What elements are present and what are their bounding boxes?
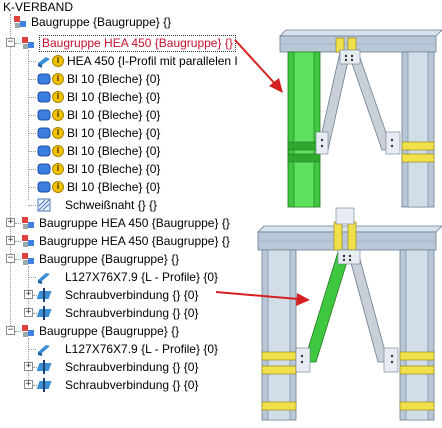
tree-item-label: Schweißnaht {} {} bbox=[65, 198, 158, 212]
info-icon: i bbox=[52, 127, 64, 139]
tree-item-label: Bl 10 {Bleche} {0} bbox=[67, 144, 161, 158]
plate-icon bbox=[36, 143, 52, 159]
plate-icon bbox=[36, 89, 52, 105]
expand-toggle[interactable]: + bbox=[6, 235, 15, 245]
tree-item-angle-profile[interactable]: L127X76X7.9 {L - Profile} {0} bbox=[36, 268, 218, 286]
expand-toggle[interactable]: + bbox=[24, 289, 33, 299]
tree-item-assembly-hea450[interactable]: Baugruppe HEA 450 {Baugruppe} {} bbox=[20, 34, 236, 52]
info-icon: i bbox=[52, 145, 64, 157]
feature-tree: K-VERBAND Baugruppe {Baugruppe} {} − Bau… bbox=[3, 0, 238, 394]
collapse-toggle[interactable]: − bbox=[6, 37, 15, 47]
tree-item-bolt-connection[interactable]: Schraubverbindung {} {0} bbox=[36, 376, 198, 394]
pointer-arrow-icon bbox=[234, 39, 283, 93]
tree-item-plate[interactable]: i Bl 10 {Bleche} {0} bbox=[36, 124, 160, 142]
tree-item-label: Schraubverbindung {} {0} bbox=[65, 306, 199, 320]
tree-item-label: L127X76X7.9 {L - Profile} {0} bbox=[65, 270, 219, 284]
plate-icon bbox=[36, 71, 52, 87]
beam-icon bbox=[36, 53, 52, 69]
tree-item-bolt-connection[interactable]: Schraubverbindung {} {0} bbox=[36, 358, 198, 376]
bolt-connection-icon bbox=[36, 359, 52, 375]
tree-item-bolt-connection[interactable]: Schraubverbindung {} {0} bbox=[36, 304, 198, 322]
expand-toggle[interactable]: + bbox=[6, 217, 15, 227]
tree-item-label: HEA 450 {I-Profil mit parallelen I bbox=[67, 54, 238, 68]
tree-item-weld[interactable]: Schweißnaht {} {} bbox=[36, 196, 157, 214]
expand-toggle[interactable]: + bbox=[24, 379, 33, 389]
plate-icon bbox=[36, 107, 52, 123]
angle-profile-icon bbox=[36, 269, 52, 285]
angle-profile-icon bbox=[36, 341, 52, 357]
tree-item-assembly-hea450[interactable]: Baugruppe HEA 450 {Baugruppe} {} bbox=[20, 214, 230, 232]
plate-icon bbox=[36, 179, 52, 195]
collapse-toggle[interactable]: − bbox=[6, 253, 15, 263]
tree-item-label: Baugruppe {Baugruppe} {} bbox=[39, 324, 180, 338]
tree-item-plate[interactable]: i Bl 10 {Bleche} {0} bbox=[36, 88, 160, 106]
tree-item-plate[interactable]: i Bl 10 {Bleche} {0} bbox=[36, 106, 160, 124]
tree-item-label: Bl 10 {Bleche} {0} bbox=[67, 72, 161, 86]
plate-icon bbox=[36, 125, 52, 141]
tree-item-plate[interactable]: i Bl 10 {Bleche} {0} bbox=[36, 70, 160, 88]
assembly-icon bbox=[20, 215, 36, 231]
info-icon: i bbox=[52, 91, 64, 103]
tree-item-label: Baugruppe {Baugruppe} {} bbox=[31, 15, 172, 29]
tree-item-bolt-connection[interactable]: Schraubverbindung {} {0} bbox=[36, 286, 198, 304]
tree-item-beam[interactable]: i HEA 450 {I-Profil mit parallelen I bbox=[36, 52, 238, 70]
tree-root-label: K-VERBAND bbox=[3, 0, 74, 14]
bolt-connection-icon bbox=[36, 305, 52, 321]
info-icon: i bbox=[52, 181, 64, 193]
tree-item-plate[interactable]: i Bl 10 {Bleche} {0} bbox=[36, 142, 160, 160]
tree-item-label: Bl 10 {Bleche} {0} bbox=[67, 180, 161, 194]
info-icon: i bbox=[52, 73, 64, 85]
tree-item-label: Bl 10 {Bleche} {0} bbox=[67, 90, 161, 104]
tree-item-label: Schraubverbindung {} {0} bbox=[65, 288, 199, 302]
assembly-icon bbox=[20, 233, 36, 249]
tree-item-label: Baugruppe HEA 450 {Baugruppe} {} bbox=[39, 216, 230, 230]
info-icon: i bbox=[52, 109, 64, 121]
tree-item-assembly[interactable]: Baugruppe {Baugruppe} {} bbox=[20, 322, 179, 340]
tree-item-assembly-hea450[interactable]: Baugruppe HEA 450 {Baugruppe} {} bbox=[20, 232, 230, 250]
info-icon: i bbox=[52, 55, 64, 67]
assembly-icon bbox=[20, 323, 36, 339]
tree-item-assembly[interactable]: Baugruppe {Baugruppe} {} bbox=[12, 13, 171, 31]
assembly-icon bbox=[20, 35, 36, 51]
tree-item-label: Baugruppe {Baugruppe} {} bbox=[39, 252, 180, 266]
tree-item-plate[interactable]: i Bl 10 {Bleche} {0} bbox=[36, 178, 160, 196]
tree-item-label: Baugruppe HEA 450 {Baugruppe} {} bbox=[39, 34, 236, 52]
tree-item-label: Schraubverbindung {} {0} bbox=[65, 360, 199, 374]
expand-toggle[interactable]: + bbox=[24, 361, 33, 371]
tree-item-label: Baugruppe HEA 450 {Baugruppe} {} bbox=[39, 234, 230, 248]
collapse-toggle[interactable]: − bbox=[6, 325, 15, 335]
tree-item-label: Bl 10 {Bleche} {0} bbox=[67, 126, 161, 140]
tree-item-assembly[interactable]: Baugruppe {Baugruppe} {} bbox=[20, 250, 179, 268]
tree-item-label: Bl 10 {Bleche} {0} bbox=[67, 162, 161, 176]
tree-connector bbox=[28, 50, 29, 200]
tree-item-label: Bl 10 {Bleche} {0} bbox=[67, 108, 161, 122]
pointer-arrow-icon bbox=[215, 291, 310, 306]
info-icon: i bbox=[52, 163, 64, 175]
tree-item-angle-profile[interactable]: L127X76X7.9 {L - Profile} {0} bbox=[36, 340, 218, 358]
tree-item-label: Schraubverbindung {} {0} bbox=[65, 378, 199, 392]
plate-icon bbox=[36, 161, 52, 177]
tree-item-plate[interactable]: i Bl 10 {Bleche} {0} bbox=[36, 160, 160, 178]
expand-toggle[interactable]: + bbox=[24, 307, 33, 317]
assembly-icon bbox=[20, 251, 36, 267]
frame-model-view-column bbox=[279, 29, 442, 208]
bolt-connection-icon bbox=[36, 287, 52, 303]
bolt-connection-icon bbox=[36, 377, 52, 393]
assembly-icon bbox=[12, 14, 28, 30]
tree-connector bbox=[10, 14, 11, 332]
weld-icon bbox=[36, 197, 52, 213]
tree-item-label: L127X76X7.9 {L - Profile} {0} bbox=[65, 342, 219, 356]
frame-model-view-brace bbox=[257, 207, 442, 421]
